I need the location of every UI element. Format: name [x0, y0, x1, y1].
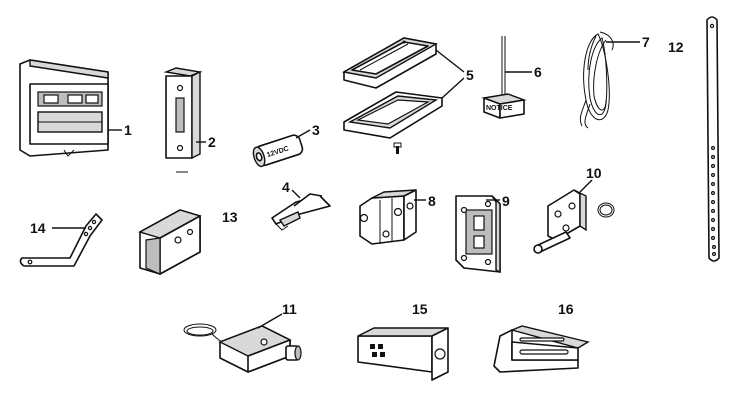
callout-7: 7 [642, 34, 650, 50]
callout-5: 5 [466, 67, 474, 83]
callout-10: 10 [586, 165, 602, 181]
handle-print: NOTICE [486, 105, 513, 112]
callout-6: 6 [534, 64, 542, 80]
callout-14: 14 [30, 220, 46, 236]
callout-16: 16 [558, 301, 574, 317]
callout-11: 11 [282, 301, 297, 317]
part-4-clip [271, 193, 331, 231]
part-11-sensor-unit [183, 323, 302, 373]
callout-3: 3 [312, 122, 320, 138]
part-3-battery: 12VDC [252, 134, 304, 168]
callout-1: 1 [124, 122, 132, 138]
part-5-light-lens [341, 37, 443, 154]
part-9-header-bracket [455, 195, 501, 274]
callout-4: 4 [282, 179, 290, 195]
leader-5b [441, 77, 465, 99]
callout-12: 12 [668, 39, 684, 55]
part-13-channel-bracket [138, 209, 202, 275]
part-6-release-handle: NOTICE [481, 36, 527, 119]
part-10-door-bracket [533, 189, 615, 254]
part-1-door-control [19, 59, 109, 157]
callout-9: 9 [502, 193, 510, 209]
callout-13: 13 [222, 209, 238, 225]
leader-10 [579, 179, 593, 193]
callout-8: 8 [428, 193, 436, 209]
leader-3 [295, 129, 311, 139]
part-12-perforated-strap [706, 16, 720, 262]
part-2-safety-sensor [163, 67, 203, 173]
part-8-bracket [359, 189, 417, 245]
callout-15: 15 [412, 301, 428, 317]
part-15-mounting-bracket [357, 327, 449, 381]
leader-11 [257, 313, 283, 329]
leader-5a [435, 49, 465, 73]
part-16-mounting-bracket [493, 325, 590, 373]
leader-4 [291, 189, 301, 199]
part-14-curved-arm [19, 213, 103, 267]
callout-2: 2 [208, 134, 216, 150]
part-7-bell-wire [579, 31, 614, 129]
